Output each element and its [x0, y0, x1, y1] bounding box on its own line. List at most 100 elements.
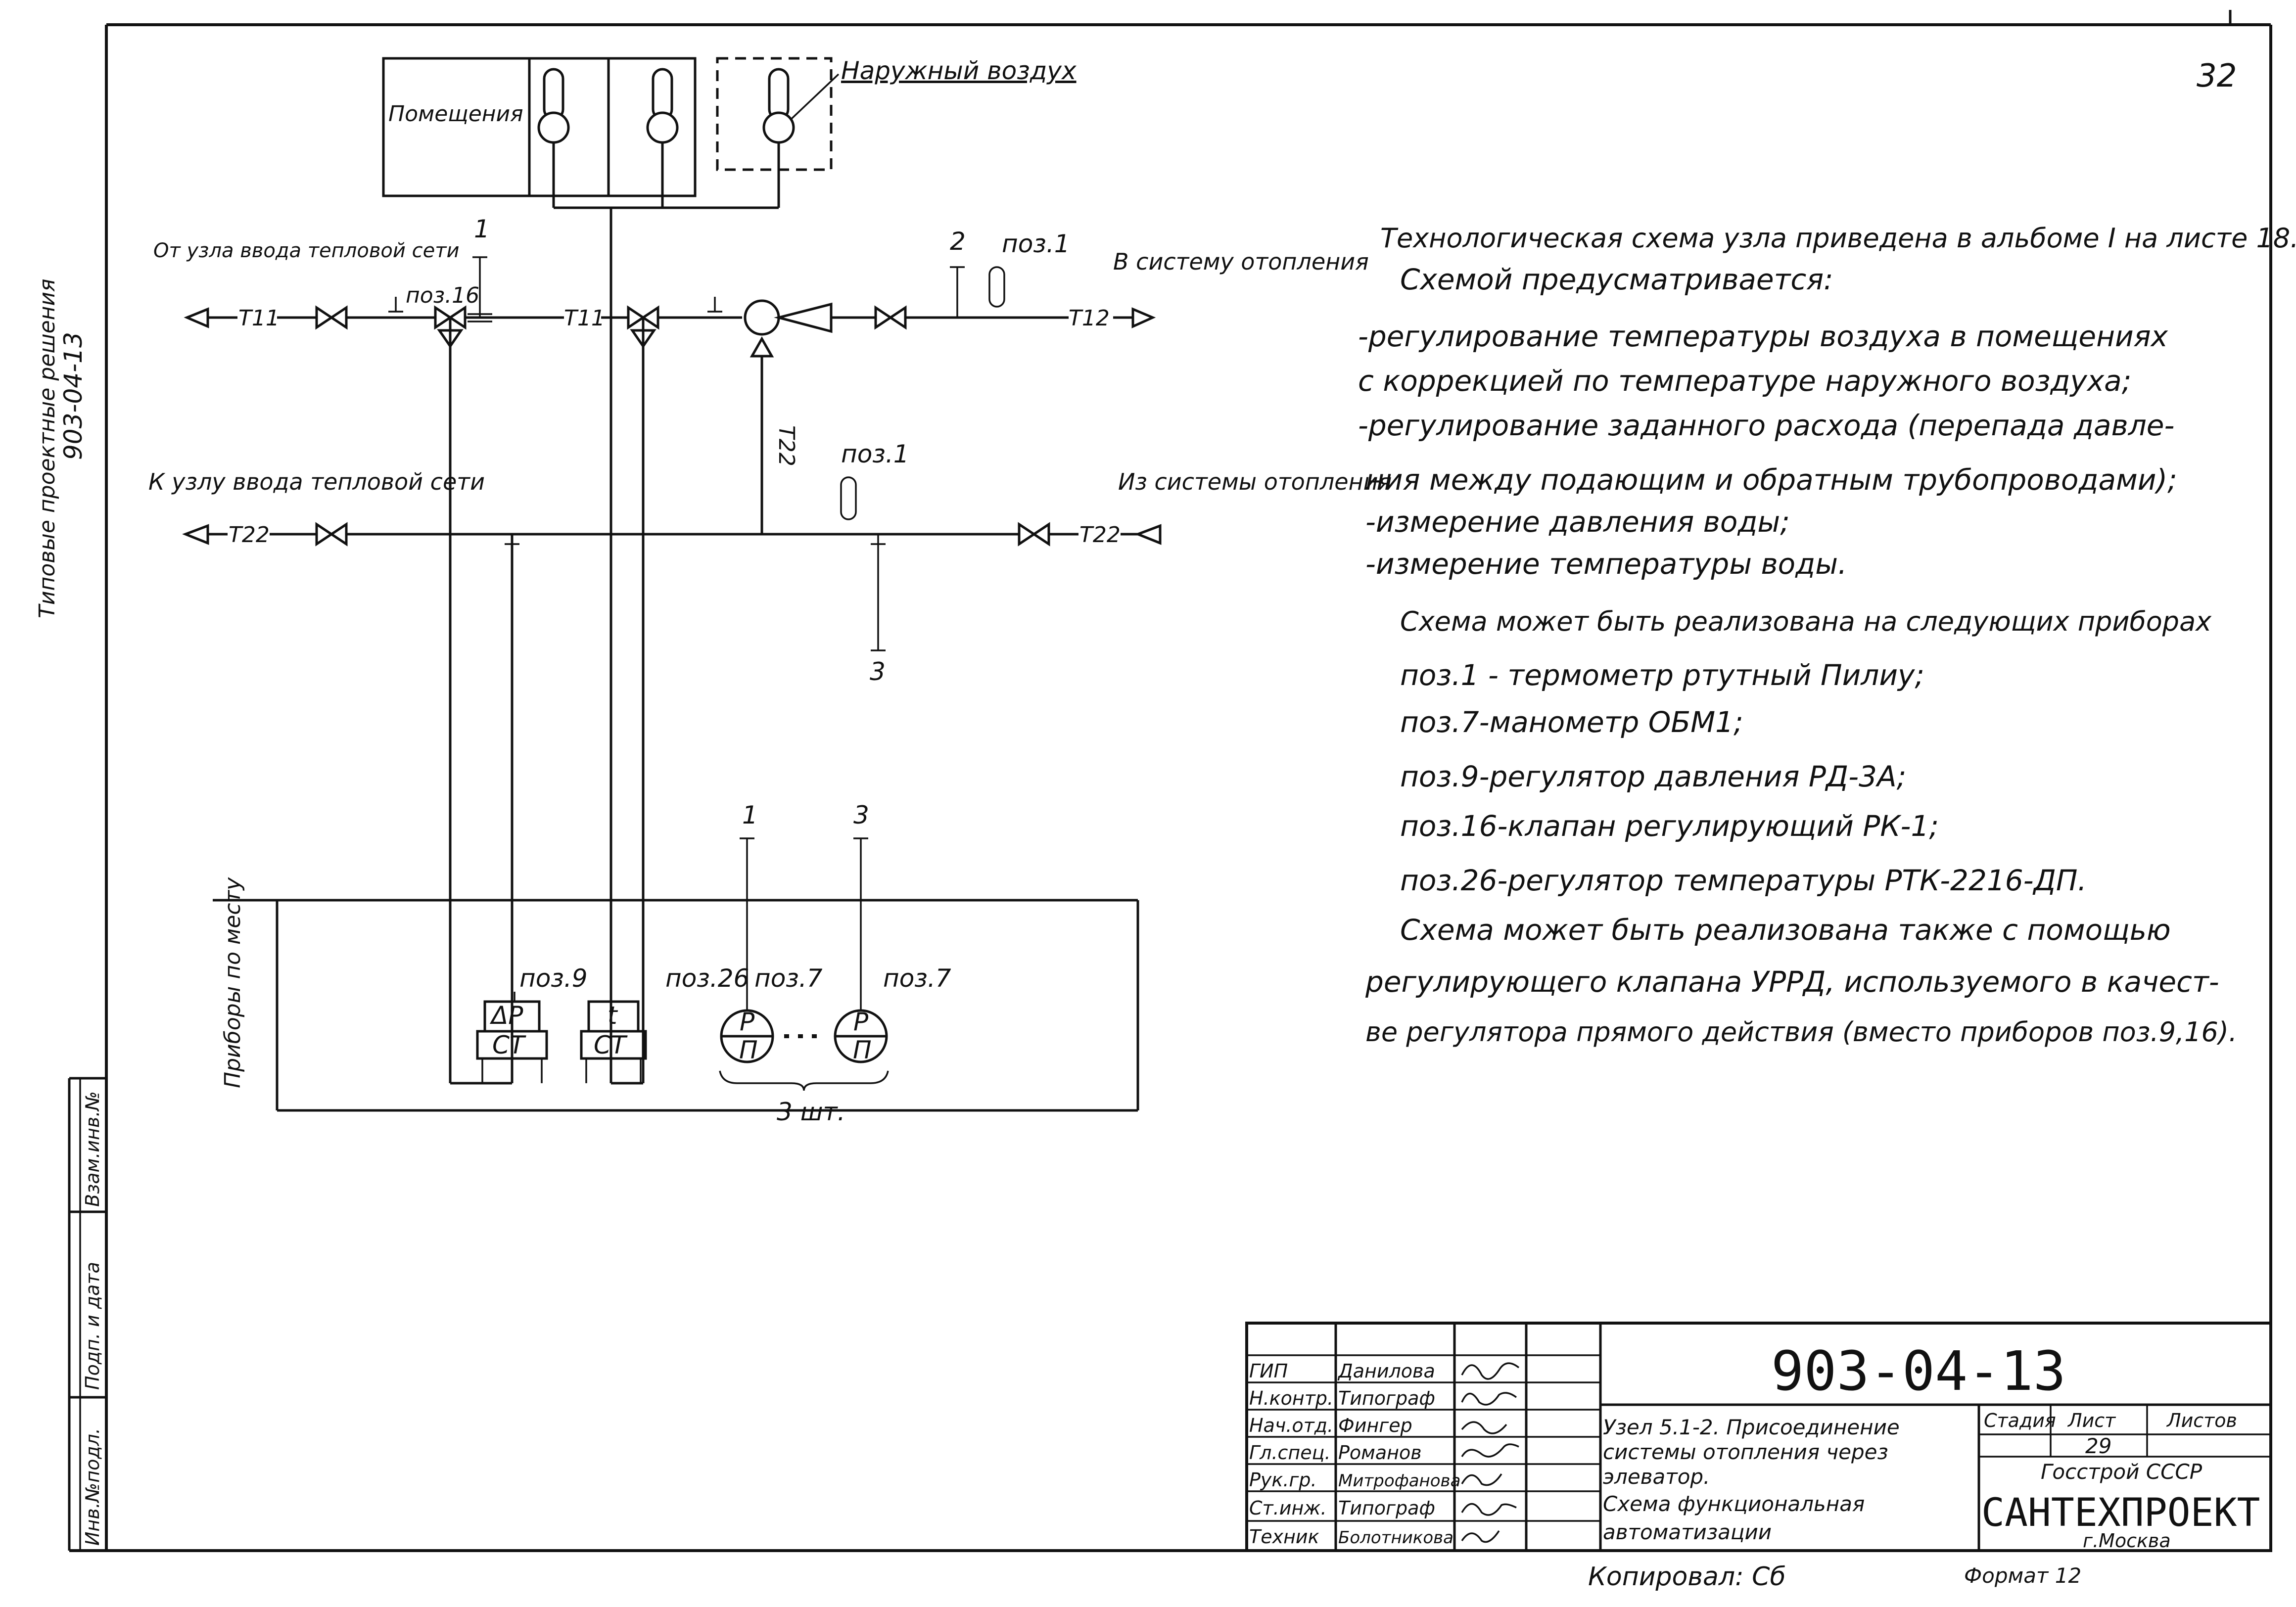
- name-2: Фингер: [1338, 1415, 1412, 1436]
- rooms-label: Помещения: [388, 101, 523, 127]
- supply-from-label: От узла ввода тепловой сети: [153, 239, 460, 262]
- panel-label: Приборы по месту: [220, 877, 245, 1088]
- note-line-13: поз.26-регулятор температуры РТК-2216-ДП…: [1400, 864, 2087, 897]
- series-code: 903-04-13: [59, 332, 88, 460]
- note-line-11: поз.9-регулятор давления РД-3А;: [1400, 760, 1906, 793]
- note-line-16: ве регулятора прямого действия (вместо п…: [1365, 1016, 2237, 1048]
- room-sensor-2: [646, 68, 679, 208]
- note-line-1: Схемой предусматривается:: [1400, 263, 1833, 296]
- name-0: Данилова: [1337, 1360, 1435, 1382]
- pos7a-label: поз.7: [754, 964, 823, 993]
- note-line-7: -измерение температуры воды.: [1365, 547, 1847, 581]
- role-6: Техник: [1249, 1526, 1319, 1548]
- note-line-2: -регулирование температуры воздуха в пом…: [1358, 320, 2168, 353]
- note-line-14: Схема может быть реализована также с пом…: [1400, 913, 2171, 947]
- sheet-label: Лист: [2067, 1410, 2116, 1431]
- stamp-cell-inv: Инв.№подл.: [82, 1428, 103, 1546]
- technical-notes: Технологическая схема узла приведена в а…: [1358, 223, 2296, 1048]
- left-margin: Типовые проектные решения 903-04-13 Инв.…: [35, 278, 106, 1551]
- return-pipeline: К узлу ввода тепловой сети Т22 поз.1 3 Т…: [148, 440, 1392, 1083]
- pos7-manometers: 1 P П поз.7 3 P П поз.7 3 шт.: [719, 801, 951, 1126]
- name-1: Типограф: [1338, 1387, 1435, 1409]
- desc-line-0: Узел 5.1-2. Присоединение: [1603, 1415, 1900, 1439]
- pos16-label: поз.16: [406, 283, 479, 308]
- series-label: Типовые проектные решения: [35, 278, 60, 618]
- supply-pipeline: От узла ввода тепловой сети Т11 поз.16 1…: [153, 215, 1369, 1083]
- p-symbol-b: P: [853, 1008, 869, 1036]
- org-top: Госстрой СССР: [2041, 1460, 2202, 1484]
- copied-by: Копировал: Сб: [1588, 1562, 1786, 1592]
- mixing-line: Т22: [760, 356, 799, 534]
- title-block: ГИП Н.контр. Нач.отд. Гл.спец. Рук.гр. С…: [1245, 1322, 2272, 1552]
- format-label: Формат 12: [1964, 1563, 2081, 1588]
- ct-a: СТ: [492, 1031, 526, 1059]
- outdoor-sensor: [762, 68, 795, 208]
- mark-3: 3: [870, 657, 886, 686]
- pos1-top-label: поз.1: [1002, 230, 1070, 258]
- stage-label: Стадия: [1984, 1410, 2056, 1431]
- pipe-t22-b: Т22: [1079, 522, 1121, 548]
- return-to-label: К узлу ввода тепловой сети: [148, 468, 485, 495]
- role-2: Нач.отд.: [1249, 1415, 1333, 1436]
- pipe-t11-a: Т11: [238, 306, 280, 331]
- qty-label: 3 шт.: [777, 1098, 845, 1126]
- note-line-3: с коррекцией по температуре наружного во…: [1358, 364, 2131, 398]
- t-symbol: t: [608, 1001, 618, 1030]
- dp-symbol: ΔP: [489, 1001, 523, 1030]
- stamp-cell-replace: Взам.инв.№: [82, 1091, 103, 1207]
- sheet-number: 32: [2197, 58, 2237, 94]
- note-line-8: Схема может быть реализована на следующи…: [1400, 606, 2212, 637]
- mark-2: 2: [950, 227, 966, 256]
- name-4: Митрофанова: [1338, 1471, 1460, 1491]
- supply-to-label: В систему отопления: [1113, 248, 1369, 275]
- pos26-temp-regulator: t СТ поз.26: [580, 964, 749, 1085]
- pos9-label: поз.9: [519, 964, 588, 993]
- pipe-t12: Т12: [1069, 306, 1110, 331]
- note-line-4: -регулирование заданного расхода (перепа…: [1358, 409, 2174, 442]
- stamp-cell-sign: Подп. и дата: [82, 1262, 103, 1390]
- pipe-t11-b: Т11: [564, 306, 605, 331]
- approval-stamp: Инв.№подл. Подп. и дата Взам.инв.№: [68, 1077, 106, 1551]
- desc-line-2: элеватор.: [1603, 1465, 1710, 1489]
- line-3-label: 3: [853, 801, 869, 829]
- name-3: Романов: [1338, 1442, 1422, 1464]
- signatures: [1461, 1362, 1520, 1543]
- desc-line-3: Схема функциональная: [1603, 1492, 1865, 1516]
- note-line-12: поз.16-клапан регулирующий РК-1;: [1400, 809, 1939, 843]
- mark-1: 1: [474, 215, 490, 243]
- sheets-label: Листов: [2166, 1410, 2237, 1431]
- room-sensor-1: [537, 68, 570, 208]
- note-line-15: регулирующего клапана УРРД, используемог…: [1365, 965, 2219, 999]
- note-line-0: Технологическая схема узла приведена в а…: [1380, 223, 2296, 254]
- p-symbol: P: [740, 1008, 755, 1036]
- pos1-mid-label: поз.1: [841, 440, 909, 468]
- role-5: Ст.инж.: [1249, 1497, 1327, 1519]
- name-6: Болотникова: [1338, 1528, 1453, 1548]
- doc-code: 903-04-13: [1771, 1339, 2066, 1403]
- outdoor-air-label: Наружный воздух: [841, 56, 1077, 85]
- local-instruments-panel: Приборы по месту ΔP СТ поз.9 t СТ поз.26: [213, 801, 1139, 1126]
- line-1-label: 1: [742, 801, 758, 829]
- pos9-dp-regulator: ΔP СТ поз.9: [450, 964, 588, 1085]
- role-0: ГИП: [1249, 1360, 1288, 1382]
- desc-line-4: автоматизации: [1603, 1520, 1772, 1544]
- note-line-10: поз.7-манометр ОБМ1;: [1400, 705, 1743, 739]
- role-3: Гл.спец.: [1249, 1442, 1331, 1464]
- note-line-6: -измерение давления воды;: [1365, 505, 1790, 539]
- pos7b-label: поз.7: [883, 964, 951, 993]
- ct-b: СТ: [594, 1031, 628, 1059]
- name-5: Типограф: [1338, 1497, 1435, 1519]
- note-line-9: поз.1 - термометр ртутный Пилиу;: [1400, 658, 1924, 692]
- pos26-label: поз.26: [665, 964, 749, 993]
- sheet-value: 29: [2085, 1434, 2111, 1458]
- role-1: Н.контр.: [1249, 1387, 1333, 1409]
- note-line-5: ния между подающим и обратным трубопрово…: [1365, 463, 2177, 497]
- role-4: Рук.гр.: [1249, 1469, 1317, 1491]
- org-name: САНТЕХПРОЕКТ: [1981, 1491, 2260, 1535]
- return-from-label: Из системы отопления: [1118, 468, 1392, 495]
- pi-a: П: [739, 1036, 758, 1064]
- pi-b: П: [853, 1036, 872, 1064]
- pipe-t22-a: Т22: [229, 522, 270, 548]
- room-sensors: Помещения Наружный воздух: [382, 56, 1077, 1083]
